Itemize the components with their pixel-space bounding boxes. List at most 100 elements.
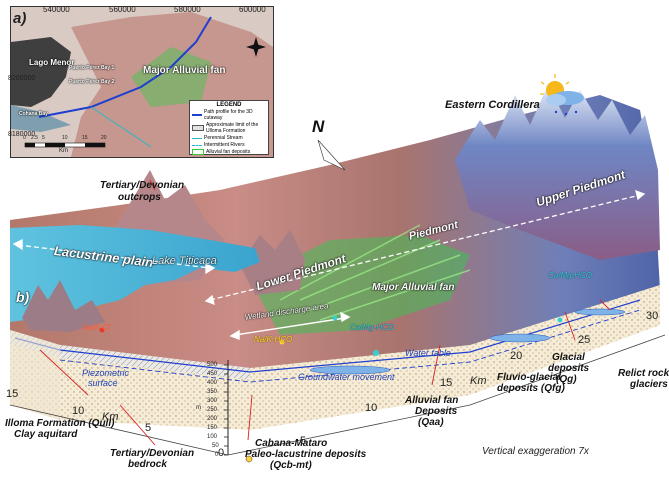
inset-top-tick: 580000 [174,5,201,14]
inset-left-tick: 8200000 [8,75,36,82]
lacustrine-plain-arrow [12,238,216,275]
piezometric-label-1: Piezometric [82,368,130,378]
left-axis-tick: 5 [145,422,152,434]
inset-shoreline [11,105,71,132]
left-axis-tick: 0 [218,447,225,459]
left-axis-unit: Km [102,411,119,423]
depth-tick: 350 [207,389,218,395]
inset-fan-label: Major Alluvial fan [143,65,226,76]
tertiary-outcrops-label-2: outcrops [118,192,161,203]
piedmont-arrow [204,189,646,306]
label-leader-lines [39,179,611,446]
clay-aquitard [10,330,250,380]
vertical-exaggeration-label: Vertical exaggeration 7x [482,446,589,457]
sampling-markers [99,315,563,463]
legend-item-label: Approximate limit of the Ulloma Formatio… [206,122,259,134]
na-k-hco3-label: Na/K-HCO [254,335,293,344]
inset-place-bay1: Puerto Pérez Bay 1 [69,65,115,71]
tertiary-bedrock-label-1: Tertiary/Devonian [110,448,195,459]
inset-scale-tick: 20 [101,135,107,141]
cabana-label-3: (Qcb-mt) [270,460,312,471]
legend-item: Alluvial fan deposits [192,149,266,155]
inset-scale-tick: 2.5 [31,135,38,141]
inset-scale-tick: 10 [62,135,68,141]
glacial-label-1: Glacial [552,352,585,363]
left-side-face [10,330,60,420]
inset-legend: LEGEND Path profile for the 3D cutaway A… [189,100,269,155]
legend-swatch [192,137,202,139]
major-fan-label: Major Alluvial fan [372,282,455,293]
depth-tick: 400 [207,380,218,386]
inset-compass-icon [246,37,266,57]
eastern-cordillera-mountains [455,85,660,260]
left-axis-tick: 15 [6,388,19,400]
ulloma-label-1: Illoma Formation (Qull) [5,418,115,429]
alluvial-label-2: Deposits [415,406,458,417]
depth-tick: 0 [215,452,219,458]
weather-sun-cloud-icon [540,74,584,116]
north-arrow-icon [317,139,346,171]
inset-top-tick: 600000 [239,5,266,14]
legend-item: Path profile for the 3D cutaway [192,109,266,121]
inset-place-bay2: Puerto Pérez Bay 2 [69,79,115,85]
legend-item-label: Alluvial fan deposits [206,149,251,155]
inset-map: a) 540000 560000 580000 600000 8200000 8… [8,5,274,158]
depth-unit: m [196,405,201,411]
relict-label-1: Relict rock [618,368,669,379]
left-axis-tick: 10 [72,405,85,417]
depth-tick: 50 [212,443,219,449]
legend-item: Perennial Stream [192,135,266,141]
legend-item: Approximate limit of the Ulloma Formatio… [192,122,266,134]
ca-mg-hco3-label-b: Ca/Mg-HCO [548,271,593,280]
depth-tick: 300 [207,398,218,404]
cabana-label-2: Paleo-lacustrine deposits [245,449,367,460]
lake-titicaca [10,225,260,322]
inset-top-tick: 540000 [43,5,70,14]
alluvial-label-1: Alluvial fan [405,395,459,406]
legend-title: LEGEND [216,102,242,108]
depth-tick: 150 [207,425,218,431]
depth-tick: 500 [207,362,218,368]
inset-scale-unit: Km [59,148,68,154]
depth-tick: 250 [207,407,218,413]
legend-swatch [192,114,202,116]
front-axis-tick: 20 [510,350,523,362]
front-axis-tick: 25 [578,334,591,346]
front-axis-tick: 10 [365,402,378,414]
tertiary-outcrops-label-1: Tertiary/Devonian [100,180,185,191]
cross-section-front [10,285,660,430]
water-table-label: Water table [405,348,451,358]
glacial-label-2: deposits [548,363,590,374]
legend-item: Intermittent Rivers [192,142,266,148]
depth-tick: 200 [207,416,218,422]
fan-streaks [279,224,471,321]
aquifer-lenses [309,308,626,375]
inset-place-cohana: Cohana Bay [19,111,48,117]
front-axis-tick: 15 [440,377,453,389]
depth-tick: 100 [207,434,218,440]
legend-swatch [192,125,204,131]
tertiary-bedrock-label-2: bedrock [128,459,167,470]
legend-item-label: Perennial Stream [204,135,243,141]
legend-item-label: Intermittent Rivers [204,142,245,148]
depth-tick: 450 [207,371,218,377]
inset-place-lago-menor: Lago Menor [29,58,75,67]
eastern-cordillera-label: Eastern Cordillera [445,99,540,111]
relict-label-2: glaciers [630,379,668,390]
panel-b-label: b) [16,289,30,305]
inset-scale-tick: 0 [23,135,26,141]
depth-axis-ticks [224,364,228,456]
small-hills [240,230,305,295]
front-axis-tick: 30 [646,310,659,322]
inset-left-tick: 8180000 [8,131,36,138]
front-axis-unit: Km [470,375,487,387]
piezometric-label-2: surface [88,378,118,388]
inset-panel-label: a) [13,10,27,27]
legend-swatch [192,149,204,155]
north-label: N [312,117,325,136]
ulloma-label-2: Clay aquitard [14,429,78,440]
glacial-label-3: (Qg) [556,374,577,385]
inset-lake-area [11,37,71,107]
inset-map-art [11,7,273,157]
